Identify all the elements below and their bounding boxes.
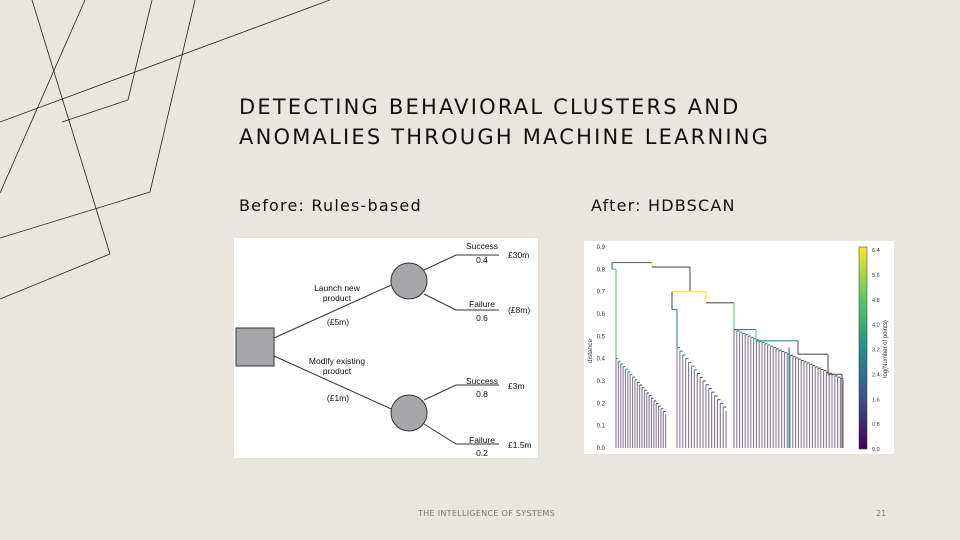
decision-tree-panel: Launch new product (£5m) Modify existing… — [234, 238, 538, 458]
y-tick-label: 0.3 — [597, 379, 606, 385]
colorbar-tick-label: 6.4 — [872, 248, 880, 254]
y-tick-label: 0.7 — [597, 290, 606, 296]
decorative-lines — [0, 0, 331, 300]
bottom-branch-label-2: product — [323, 366, 352, 376]
top-success-label: Success — [466, 241, 498, 251]
y-tick-label: 0.0 — [597, 446, 606, 452]
top-branch-line — [273, 281, 399, 339]
dendrogram-y-axis-label: distance — [587, 339, 594, 364]
bottom-failure-line — [423, 423, 499, 445]
colorbar — [858, 246, 868, 450]
colorbar-tick-label: 3.2 — [872, 348, 880, 354]
footer-text: THE INTELLIGENCE OF SYSTEMS — [418, 509, 555, 518]
top-failure-prob: 0.6 — [476, 313, 488, 323]
top-success-prob: 0.4 — [476, 255, 488, 265]
top-success-line — [423, 254, 499, 271]
hdbscan-dendrogram: distance 0.90.80.70.60.50.40.30.20.10.0 … — [587, 245, 889, 453]
bottom-success-line — [423, 384, 499, 401]
bottom-failure-label: Failure — [469, 435, 495, 445]
top-success-payoff: £30m — [508, 250, 529, 260]
before-heading: Before: Rules-based — [239, 196, 422, 215]
colorbar-tick-label: 1.6 — [872, 397, 880, 403]
y-tick-label: 0.4 — [597, 357, 606, 363]
page-number: 21 — [876, 509, 887, 518]
bottom-branch-cost: (£1m) — [327, 393, 349, 403]
bottom-success-prob: 0.8 — [476, 389, 488, 399]
colorbar-tick-label: 4.0 — [872, 323, 880, 329]
colorbar-tick-label: 0.8 — [872, 422, 880, 428]
y-tick-label: 0.8 — [597, 267, 606, 273]
y-tick-label: 0.5 — [597, 334, 606, 340]
colorbar-tick-label: 5.6 — [872, 273, 880, 279]
decision-tree-diagram: Launch new product (£5m) Modify existing… — [235, 241, 532, 458]
top-failure-label: Failure — [469, 299, 495, 309]
bottom-branch-line — [273, 355, 399, 413]
after-heading: After: HDBSCAN — [591, 196, 736, 215]
dendrogram-tree — [611, 262, 844, 448]
y-tick-label: 0.9 — [597, 245, 606, 251]
y-tick-label: 0.6 — [597, 312, 606, 318]
y-tick-label: 0.2 — [597, 401, 606, 407]
colorbar-label: log(Number of points) — [883, 320, 889, 378]
top-branch-cost: (£5m) — [327, 317, 349, 327]
slide-title: DETECTING BEHAVIORAL CLUSTERS AND ANOMAL… — [239, 92, 770, 152]
top-failure-payoff: (£8m) — [508, 305, 530, 315]
top-branch-label-2: product — [323, 293, 352, 303]
chance-node-bottom — [390, 394, 428, 432]
colorbar-tick-label: 0.0 — [872, 447, 880, 453]
bottom-branch-label-1: Modify existing — [309, 356, 365, 366]
y-tick-label: 0.1 — [597, 424, 606, 430]
bottom-success-label: Success — [466, 376, 498, 386]
colorbar-tick-label: 2.4 — [872, 372, 880, 378]
colorbar-tick-label: 4.8 — [872, 298, 880, 304]
title-line-2: ANOMALIES THROUGH MACHINE LEARNING — [239, 125, 771, 149]
bottom-success-payoff: £3m — [508, 381, 525, 391]
top-branch-label-1: Launch new — [314, 283, 361, 293]
decision-node-square — [235, 327, 275, 367]
bottom-failure-payoff: £1.5m — [508, 440, 532, 450]
chance-node-top — [390, 262, 428, 300]
top-failure-line — [423, 293, 499, 311]
title-line-1: DETECTING BEHAVIORAL CLUSTERS AND — [239, 95, 741, 119]
bottom-failure-prob: 0.2 — [476, 448, 488, 458]
